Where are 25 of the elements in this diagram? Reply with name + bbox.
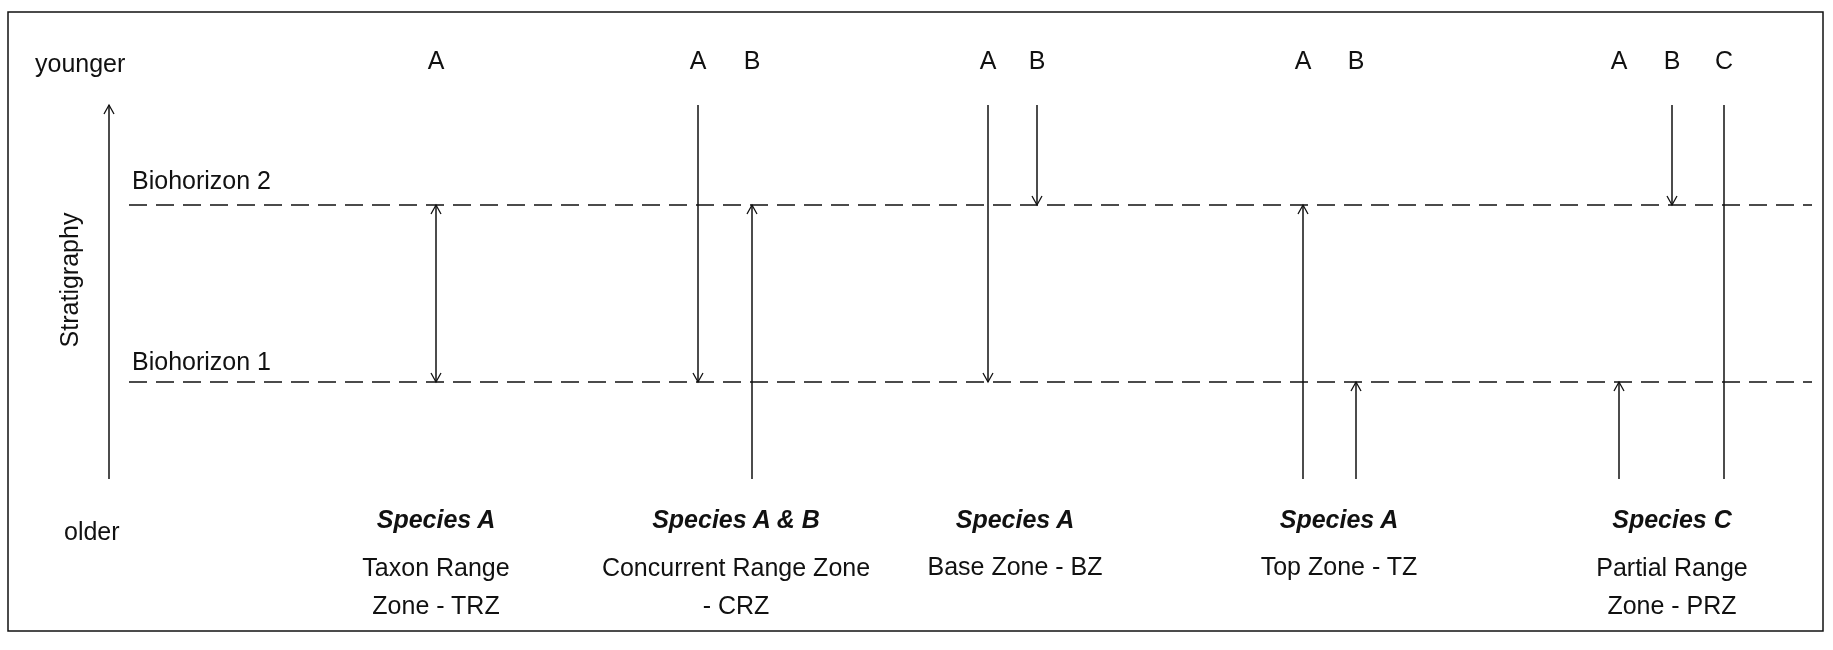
zone-name: Taxon Range Zone - TRZ (361, 551, 511, 620)
species-letter: A (689, 45, 707, 77)
species-letter: A (1294, 45, 1312, 77)
species-letter: C (1714, 45, 1734, 77)
zone-name: Partial Range Zone - PRZ (1595, 551, 1749, 620)
biohorizon-label: Biohorizon 2 (132, 165, 271, 197)
species-letter: A (979, 45, 997, 77)
axis-label: older (64, 516, 120, 548)
species-name: Species A (376, 504, 496, 536)
species-name: Species A (1279, 504, 1399, 536)
species-name: Species A & B (652, 504, 820, 536)
species-letter: B (1663, 45, 1681, 77)
species-letter: A (427, 45, 445, 77)
species-letter: B (743, 45, 761, 77)
species-name: Species C (1612, 504, 1732, 536)
axis-title: Stratigraphy (54, 212, 85, 348)
species-letter: B (1028, 45, 1046, 77)
zone-name: Concurrent Range Zone - CRZ (600, 551, 872, 620)
zone-name: Top Zone - TZ (1259, 551, 1419, 583)
axis-label: younger (35, 48, 126, 80)
biohorizon-label: Biohorizon 1 (132, 346, 271, 378)
species-letter: B (1347, 45, 1365, 77)
species-name: Species A (955, 504, 1075, 536)
zone-name: Base Zone - BZ (926, 551, 1104, 583)
species-letter: A (1610, 45, 1628, 77)
